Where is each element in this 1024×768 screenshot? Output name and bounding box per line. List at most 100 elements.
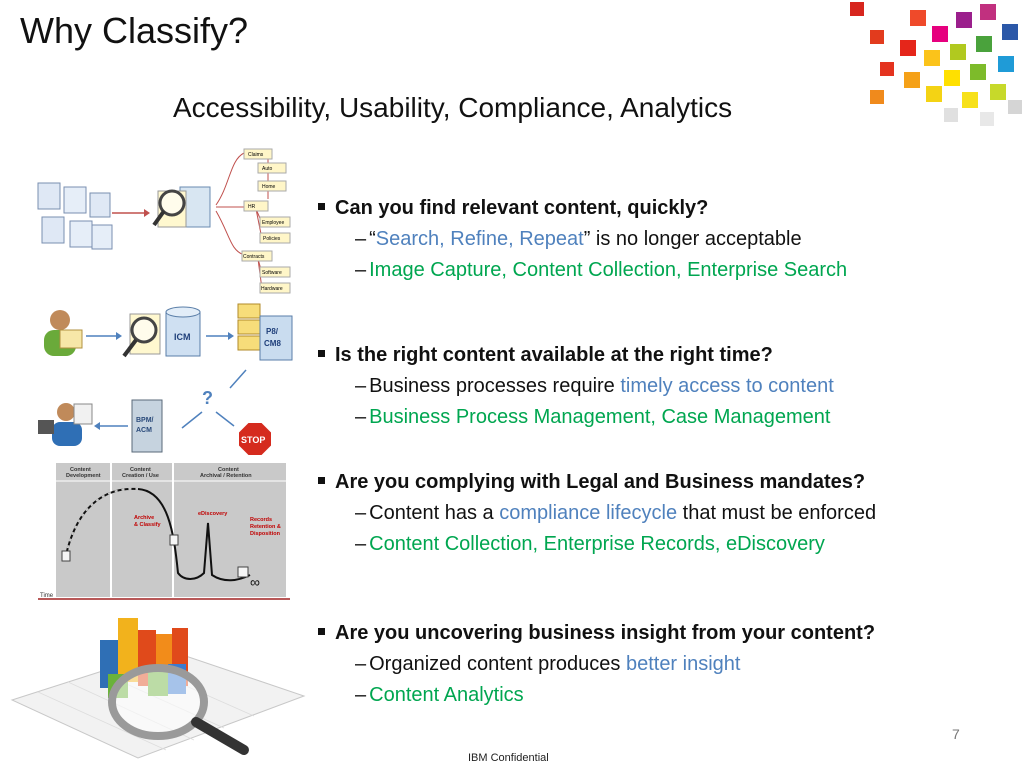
dash-icon: – [355,502,367,524]
person-computer-icon [38,403,93,446]
sub-text: ” is no longer acceptable [583,228,802,250]
sub-bullet: –“Search, Refine, Repeat” is no longer a… [318,224,847,255]
lifecycle-archive-label: Archive & Classify [134,515,162,528]
lifecycle-time-label: Time [40,593,54,599]
dash-icon: – [355,375,367,397]
dash-icon: – [355,533,367,555]
records-line2: Retention & [250,524,281,530]
bullet-heading: Can you find relevant content, quickly? [318,193,847,224]
icm-label: ICM [174,332,191,342]
tree-label-claims: Claims [248,152,264,158]
bullet-compliance: Are you complying with Legal and Busines… [318,467,876,560]
question-mark: ? [202,388,213,408]
confidential-footer: IBM Confidential [468,752,549,764]
cm8-label: CM8 [264,339,281,348]
cube-cluster [850,2,1022,126]
highlight-text: timely access to content [620,375,834,397]
tree-label-contracts: Contracts [243,254,265,260]
sub-bullet: –Business Process Management, Case Manag… [318,402,834,433]
sub-bullet: –Content Analytics [318,680,875,711]
bullet-find-content: Can you find relevant content, quickly? … [318,193,847,286]
lifecycle-col-archival: Content Archival / Retention [200,467,252,479]
person-document-icon [44,310,83,356]
dash-icon: – [355,228,367,250]
bullet-square-icon [318,203,325,210]
solution-text: Business Process Management, Case Manage… [369,406,831,428]
classification-tree-diagram: Claims Auto Home HR Employee Policies Co… [37,148,291,294]
sub-text: Content has a [369,502,500,524]
col3-line2: Archival / Retention [200,473,252,479]
sub-text: “ [369,228,376,250]
magnifier-document-icon [152,186,211,228]
col2-line2: Creation / Use [122,473,159,479]
bullet-insight: Are you uncovering business insight from… [318,618,875,711]
highlight-text: better insight [625,653,741,675]
cube-logo-graphic [850,2,1022,126]
lifecycle-ediscovery-label: eDiscovery [198,511,228,517]
archive-line2: & Classify [134,522,162,528]
bullet-heading: Are you uncovering business insight from… [318,618,875,649]
document-stack-icon [37,182,113,250]
bullet-heading-text: Can you find relevant content, quickly? [335,197,709,219]
taxonomy-labels: Claims Auto Home HR Employee Policies Co… [241,148,291,294]
stop-sign-icon: STOP [237,421,273,457]
col1-line2: Development [66,473,101,479]
magnifier-icon [108,664,249,755]
dash-icon: – [355,653,367,675]
solution-text: Image Capture, Content Collection, Enter… [369,259,848,281]
sub-text: that must be enforced [677,502,877,524]
tree-label-policies: Policies [263,236,281,242]
col1-line1: Content [70,467,91,473]
solution-text: Content Analytics [369,684,524,706]
bullet-heading: Is the right content available at the ri… [318,340,834,371]
slide-title: Why Classify? [20,10,249,51]
bullet-heading-text: Are you uncovering business insight from… [335,622,876,644]
sub-text: Organized content produces [369,653,626,675]
tree-label-auto: Auto [262,166,273,172]
dash-icon: – [355,406,367,428]
archive-line1: Archive [134,515,154,521]
bullet-square-icon [318,350,325,357]
lifecycle-records-label: Records Retention & Disposition [250,517,282,537]
tree-label-software: Software [262,270,282,276]
lifecycle-infinity: ∞ [250,574,260,590]
lifecycle-col-development: Content Development [66,467,101,479]
sub-bullet: –Organized content produces better insig… [318,649,875,680]
sub-bullet: –Content Collection, Enterprise Records,… [318,529,876,560]
p8-cm8-folder-icon: P8/ CM8 [237,303,293,361]
highlight-text: Search, Refine, Repeat [375,228,584,250]
dash-icon: – [355,259,367,281]
bpm-acm-server-icon: BPM/ ACM [131,399,163,453]
col2-line1: Content [130,467,151,473]
tree-label-hr: HR [248,204,256,210]
stop-label: STOP [241,435,265,445]
bullet-heading-text: Are you complying with Legal and Busines… [335,471,866,493]
sub-text: Business processes require [369,375,621,397]
bpm-label: BPM/ [136,417,154,424]
bullet-square-icon [318,477,325,484]
sub-bullet: –Business processes require timely acces… [318,371,834,402]
p8-label: P8/ [266,327,279,336]
process-flow-diagram: ICM P8/ CM8 ? BPM/ ACM STOP [38,303,293,457]
bullet-square-icon [318,628,325,635]
highlight-text: compliance lifecycle [499,502,678,524]
tree-label-home: Home [262,184,276,190]
records-line1: Records [250,517,272,523]
sub-bullet: –Content has a compliance lifecycle that… [318,498,876,529]
icm-repository-icon: ICM [122,306,201,358]
bullet-heading: Are you complying with Legal and Busines… [318,467,876,498]
dash-icon: – [355,684,367,706]
tree-label-hardware: Hardware [261,286,283,292]
slide-subtitle: Accessibility, Usability, Compliance, An… [173,92,733,123]
analytics-graphic [10,618,306,759]
content-lifecycle-diagram: Content Development Content Creation / U… [38,463,290,600]
lifecycle-col-creation: Content Creation / Use [122,467,159,479]
acm-label: ACM [136,427,152,434]
solution-text: Content Collection, Enterprise Records, … [369,533,825,555]
col3-line1: Content [218,467,239,473]
tree-label-employee: Employee [262,220,284,226]
page-number: 7 [952,726,960,742]
bullet-heading-text: Is the right content available at the ri… [335,344,773,366]
bullet-right-time: Is the right content available at the ri… [318,340,834,433]
records-line3: Disposition [250,531,281,537]
